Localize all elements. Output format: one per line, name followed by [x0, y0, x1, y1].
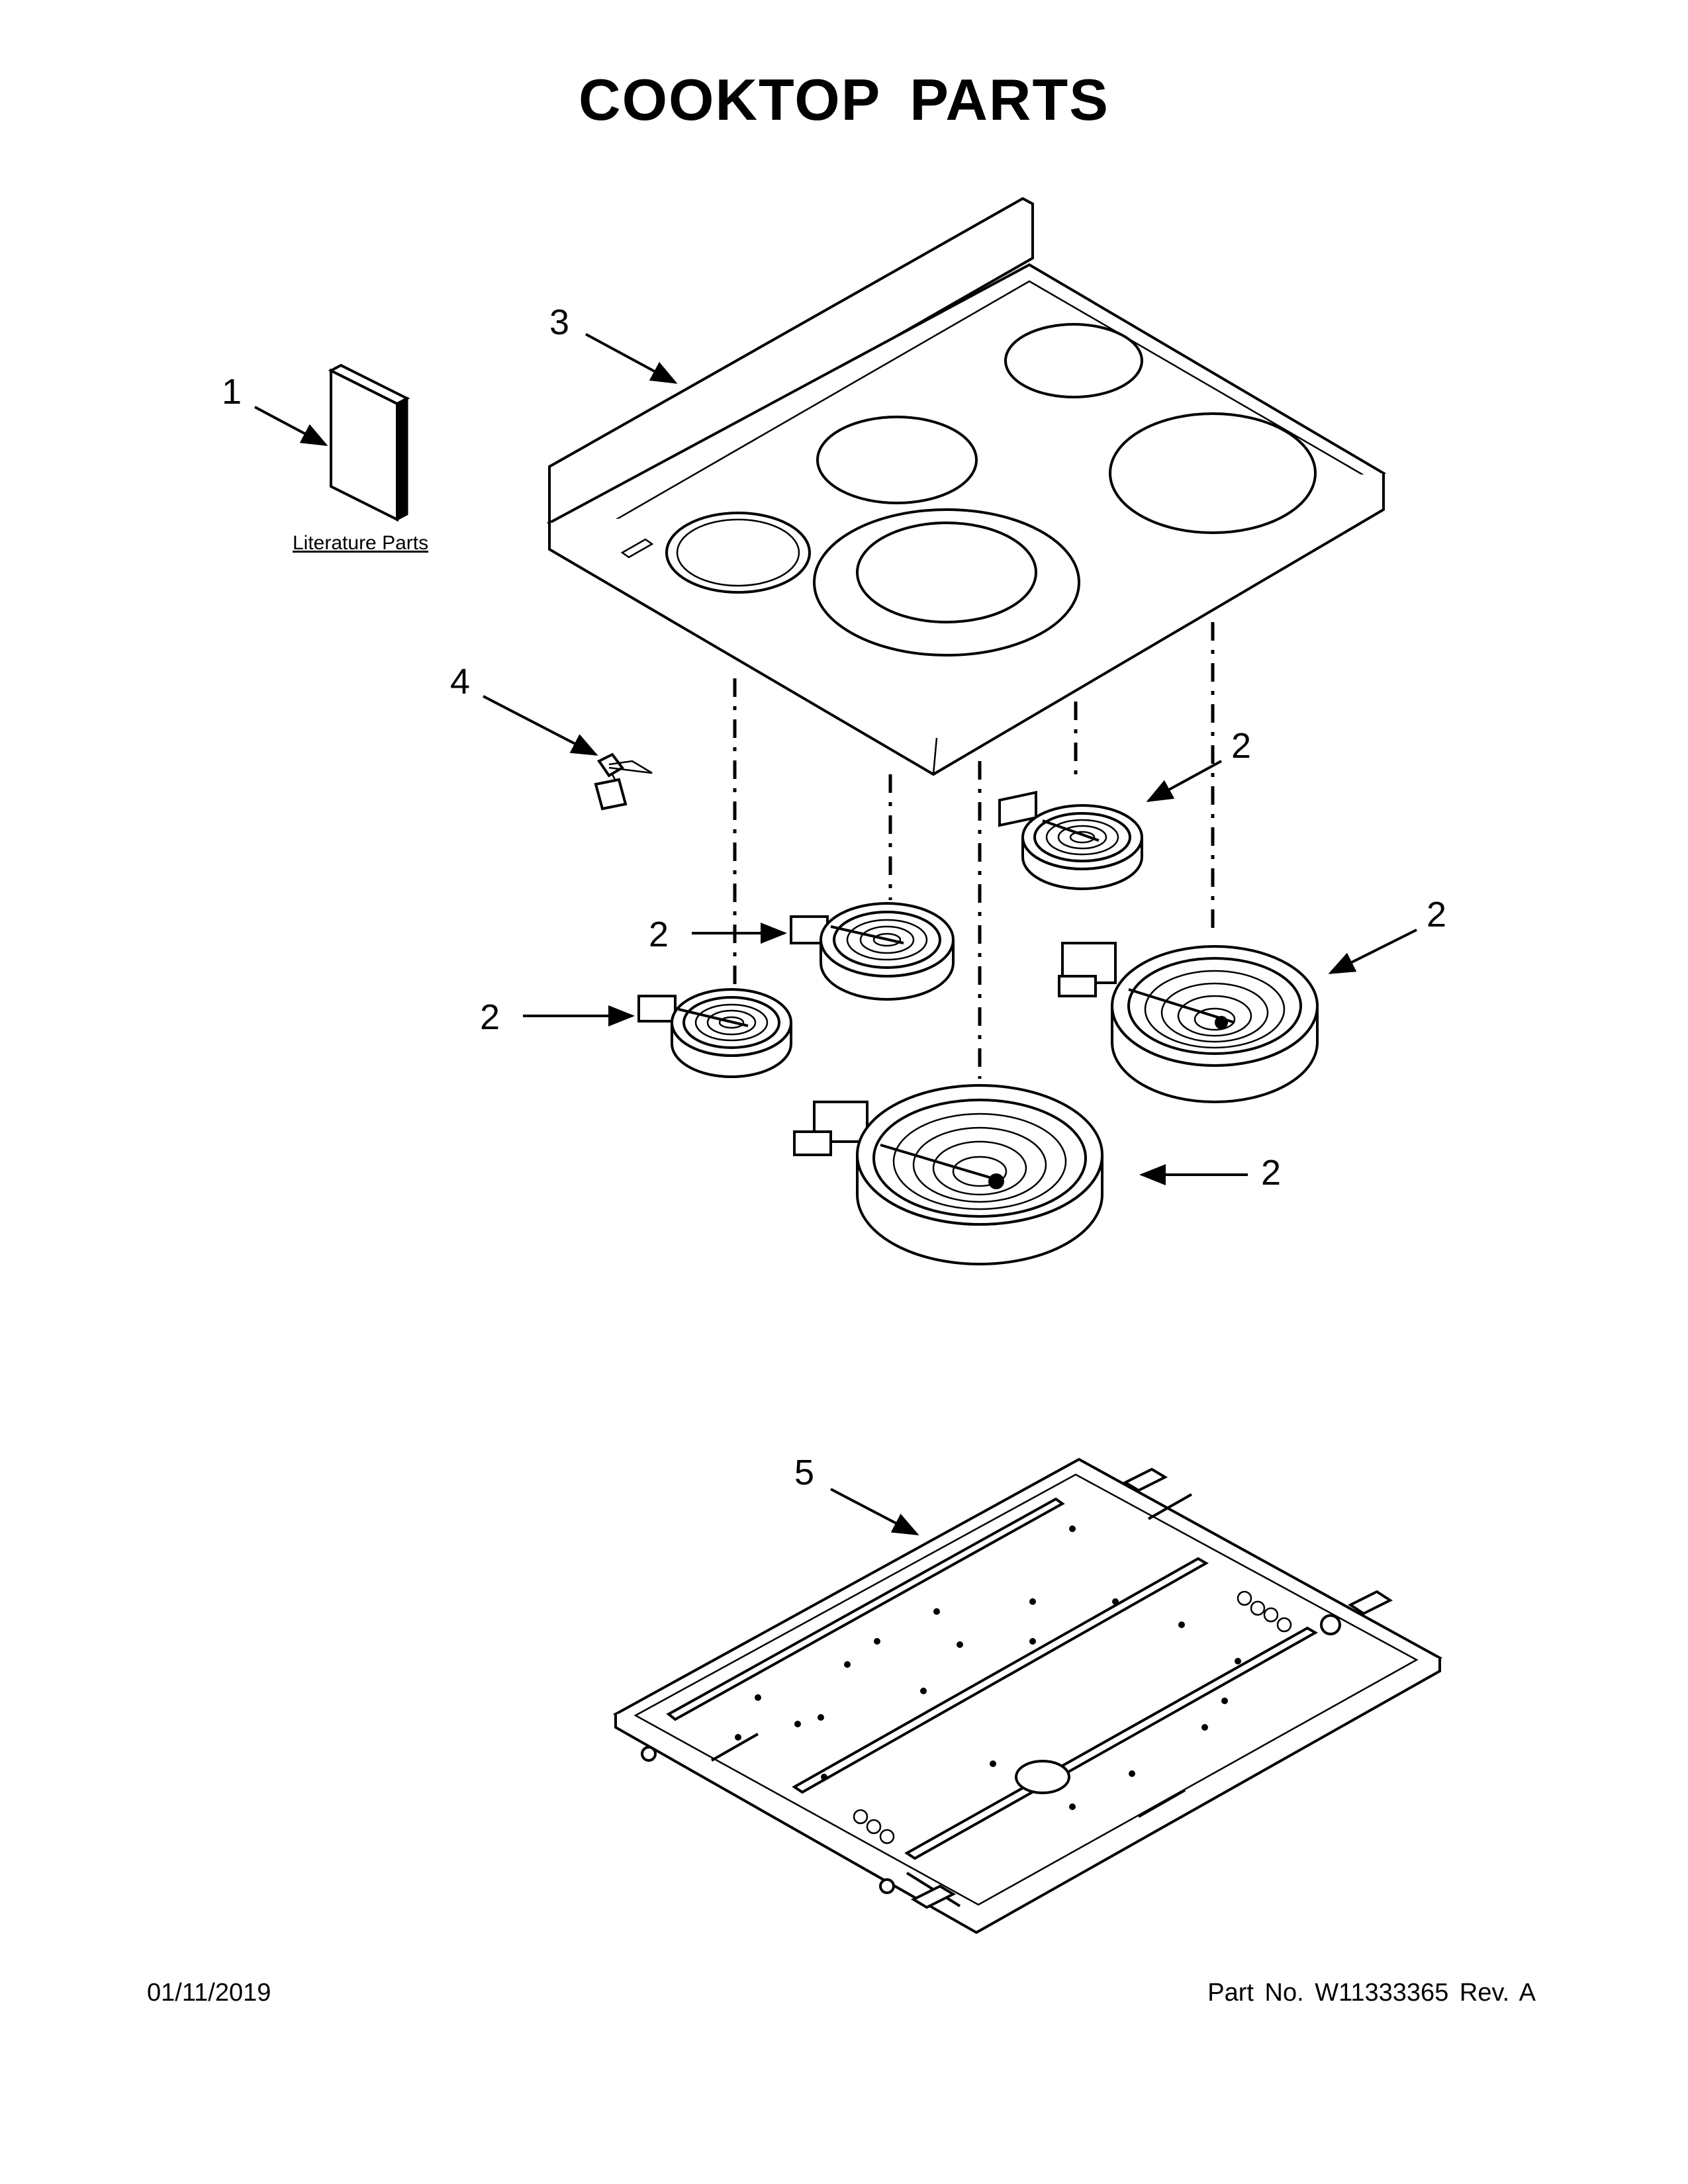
literature-parts-label: Literature Parts [293, 532, 428, 554]
element-small-rear-left[interactable] [790, 902, 955, 1001]
callout-2d: 2 [1427, 895, 1446, 934]
callout-3: 3 [549, 302, 569, 342]
callout-2e: 2 [1261, 1153, 1281, 1193]
element-small-rear-right[interactable] [998, 790, 1143, 890]
alignment-lines [733, 622, 1215, 1079]
callout-1: 1 [222, 372, 242, 412]
callout-2a: 2 [1231, 726, 1251, 766]
burner-box-tray[interactable] [612, 1457, 1443, 1934]
callout-5-leader [830, 1488, 919, 1535]
page-title: COOKTOP PARTS [579, 67, 1109, 132]
literature-part[interactable] [328, 363, 410, 522]
callout-2a-leader [1146, 760, 1222, 802]
callout-2c: 2 [480, 997, 500, 1037]
document-date: 01/11/2019 [147, 1979, 271, 2007]
cooktop-assembly[interactable] [546, 197, 1386, 776]
callout-5: 5 [794, 1453, 814, 1492]
callout-3-leader [585, 333, 678, 384]
callout-1-leader [254, 406, 328, 446]
sensor-part[interactable] [594, 752, 653, 811]
element-large-rear-right[interactable] [1058, 942, 1319, 1103]
callout-4-leader [483, 695, 598, 756]
element-large-front[interactable] [793, 1084, 1103, 1265]
element-small-front-left[interactable] [637, 988, 792, 1078]
callout-2b: 2 [649, 915, 669, 954]
callout-2d-leader [1328, 929, 1417, 974]
part-number: Part No. W11333365 Rev. A [1207, 1979, 1536, 2007]
callout-4: 4 [450, 662, 470, 702]
